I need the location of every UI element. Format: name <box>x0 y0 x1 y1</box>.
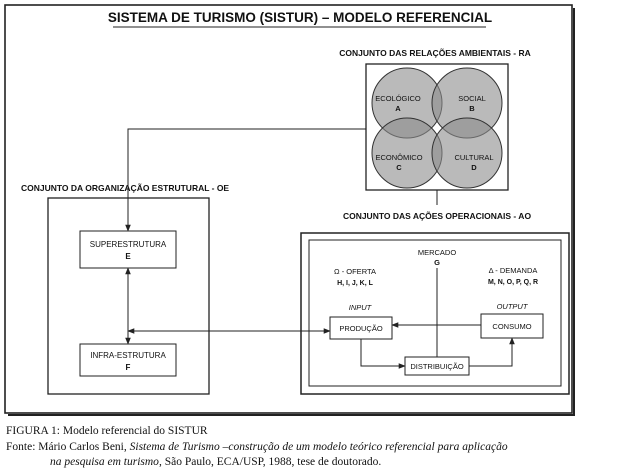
superestrutura-letter: E <box>125 252 131 261</box>
social-letter: B <box>469 104 475 113</box>
ao-box-outer <box>300 232 570 395</box>
social-label: SOCIAL <box>458 94 486 103</box>
outer-frame <box>4 4 573 414</box>
demanda-letters: M, N, O, P, Q, R <box>488 279 538 286</box>
source-title: Sistema de Turismo –construção de um mod… <box>129 441 508 453</box>
oe-label: CONJUNTO DA ORGANIZAÇÃO ESTRUTURAL - OE <box>21 183 229 193</box>
ra-venn <box>371 67 503 189</box>
ra-label: CONJUNTO DAS RELAÇÕES AMBIENTAIS - RA <box>339 48 531 58</box>
ecologico-letter: A <box>395 104 401 113</box>
connector-ra-oe <box>125 128 366 232</box>
cultural-label: CULTURAL <box>454 153 493 162</box>
superestrutura-label: SUPERESTRUTURA <box>90 240 167 249</box>
figure-caption: FIGURA 1: Modelo referencial do SISTUR <box>6 425 208 437</box>
economico-label: ECONÔMICO <box>375 153 422 162</box>
output-label: OUTPUT <box>497 302 529 311</box>
circle-cultural <box>431 117 503 189</box>
infraestrutura-letter: F <box>126 363 131 372</box>
economico-letter: C <box>396 163 402 172</box>
source-line-1: Fonte: Mário Carlos Beni, Sistema de Tur… <box>6 441 508 453</box>
infraestrutura-label: INFRA-ESTRUTURA <box>90 351 166 360</box>
figure-caption-text: FIGURA 1: Modelo referencial do SISTUR <box>6 425 208 437</box>
source-line-2: na pesquisa em turismo, São Paulo, ECA/U… <box>50 456 381 468</box>
source-prefix: Fonte: Mário Carlos Beni, <box>6 441 130 453</box>
demanda-label: Δ - DEMANDA <box>489 266 538 275</box>
distribuicao-label: DISTRIBUIÇÃO <box>410 362 464 371</box>
superestrutura-box <box>79 230 177 269</box>
consumo-box <box>480 313 544 339</box>
arrow-distribuicao-consumo <box>469 337 515 367</box>
input-label: INPUT <box>349 303 373 312</box>
producao-label: PRODUÇÃO <box>339 324 383 333</box>
ecologico-label: ECOLÓGICO <box>375 94 421 103</box>
ao-label: CONJUNTO DAS AÇÕES OPERACIONAIS - AO <box>343 211 532 221</box>
ao-box-inner <box>308 239 562 387</box>
diagram-title: SISTEMA DE TURISMO (SISTUR) – MODELO REF… <box>108 10 492 25</box>
cultural-letter: D <box>471 163 477 172</box>
oferta-label: Ω - OFERTA <box>334 267 376 276</box>
mercado-letter: G <box>434 258 440 267</box>
source-details: , São Paulo, ECA/USP, 1988, tese de dout… <box>158 456 382 468</box>
source-title-cont: na pesquisa em turismo <box>50 456 159 468</box>
mercado-label: MERCADO <box>418 248 457 257</box>
consumo-label: CONSUMO <box>492 322 531 331</box>
oferta-letters: H, I, J, K, L <box>337 280 374 287</box>
arrow-producao-distribuicao <box>360 339 406 369</box>
